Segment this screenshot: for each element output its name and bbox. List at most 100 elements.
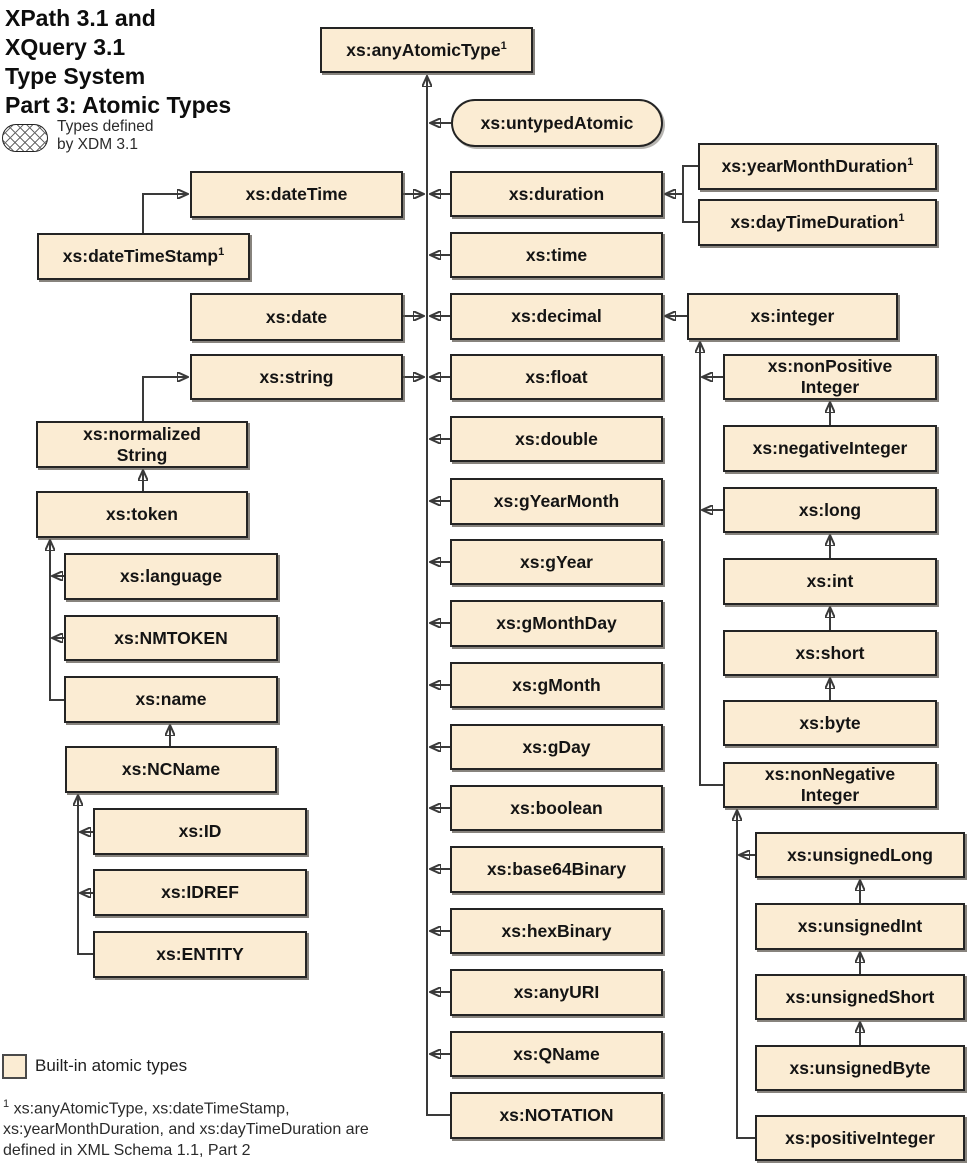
footnote-sup: 1: [3, 1098, 10, 1110]
type-box-label: xs:base64Binary: [486, 859, 627, 880]
type-box-unsignedByte: xs:unsignedByte: [755, 1045, 965, 1091]
type-box-dateTime: xs:dateTime: [190, 171, 403, 218]
type-box-label: xs:nonNegative Integer: [764, 764, 896, 805]
type-box-unsignedInt: xs:unsignedInt: [755, 903, 965, 950]
type-box-label: xs:NOTATION: [499, 1105, 614, 1126]
footnote-marker: 1: [218, 246, 225, 259]
type-box-boolean: xs:boolean: [450, 785, 663, 831]
type-box-ID: xs:ID: [93, 808, 307, 855]
type-box-hexBinary: xs:hexBinary: [450, 908, 663, 954]
type-box-label: xs:hexBinary: [501, 920, 612, 941]
type-box-nonNegativeInteger: xs:nonNegative Integer: [723, 762, 937, 808]
type-box-label: xs:time: [525, 244, 588, 265]
type-box-gYear: xs:gYear: [450, 539, 663, 585]
type-box-language: xs:language: [64, 553, 278, 600]
type-box-dateTimeStamp: xs:dateTimeStamp1: [37, 233, 250, 280]
type-box-date: xs:date: [190, 293, 403, 341]
type-box-NMTOKEN: xs:NMTOKEN: [64, 615, 278, 661]
xdm-hatched-pill-icon: [2, 124, 48, 152]
type-box-label: xs:positiveInteger: [785, 1127, 935, 1148]
builtin-swatch-icon: [2, 1054, 27, 1079]
type-box-int: xs:int: [723, 558, 937, 605]
type-box-ENTITY: xs:ENTITY: [93, 931, 307, 978]
footnote-marker: 1: [500, 39, 507, 52]
type-box-yearMonthDuration: xs:yearMonthDuration1: [698, 143, 937, 190]
type-box-label: xs:nonPositive Integer: [767, 356, 893, 397]
type-box-base64Binary: xs:base64Binary: [450, 846, 663, 893]
edge-integer-subtrunk: [700, 342, 723, 786]
type-box-label: xs:boolean: [510, 797, 603, 818]
type-box-untypedAtomic: xs:untypedAtomic: [451, 99, 663, 147]
type-box-gYearMonth: xs:gYearMonth: [450, 478, 663, 525]
edge-normalizedString-to-string: [142, 377, 188, 421]
edge-nonNegative-subtrunk: [737, 810, 755, 1139]
type-box-label: xs:short: [795, 642, 865, 663]
type-box-label: xs:language: [119, 566, 223, 587]
type-box-label: xs:token: [106, 504, 178, 525]
type-box-float: xs:float: [450, 354, 663, 400]
edge-NCName-subtrunk: [78, 795, 93, 955]
type-box-label: xs:unsignedByte: [789, 1057, 931, 1078]
type-box-label: xs:untypedAtomic: [480, 112, 634, 133]
type-box-label: xs:float: [525, 366, 588, 387]
type-box-label: xs:dayTimeDuration1: [730, 212, 905, 233]
type-box-label: xs:gYear: [520, 551, 593, 572]
type-box-label: xs:decimal: [511, 306, 602, 327]
type-box-label: xs:double: [515, 428, 598, 449]
type-box-label: xs:ENTITY: [156, 944, 244, 965]
page-title: XPath 3.1 and XQuery 3.1 Type System Par…: [5, 5, 232, 118]
type-box-gMonth: xs:gMonth: [450, 662, 663, 708]
type-box-label: xs:unsignedInt: [797, 916, 923, 937]
type-box-label: xs:duration: [508, 183, 605, 204]
type-box-label: xs:byte: [799, 712, 861, 733]
footnote: 1 xs:anyAtomicType, xs:dateTimeStamp, xs…: [3, 1094, 433, 1161]
type-box-time: xs:time: [450, 232, 663, 278]
type-box-label: xs:string: [259, 366, 334, 387]
type-box-dayTimeDuration: xs:dayTimeDuration1: [698, 199, 937, 246]
type-box-label: xs:gMonth: [512, 674, 601, 695]
type-box-label: xs:name: [135, 689, 207, 710]
type-box-token: xs:token: [36, 491, 248, 538]
type-box-double: xs:double: [450, 416, 663, 462]
type-box-short: xs:short: [723, 630, 937, 676]
type-box-anyURI: xs:anyURI: [450, 969, 663, 1016]
type-box-name: xs:name: [64, 676, 278, 723]
type-box-label: xs:long: [798, 499, 862, 520]
edge-main-trunk: [427, 76, 450, 1116]
type-box-nonPositiveInteger: xs:nonPositive Integer: [723, 354, 937, 400]
type-box-NOTATION: xs:NOTATION: [450, 1092, 663, 1139]
type-box-label: xs:normalized String: [83, 423, 201, 465]
type-box-label: xs:date: [265, 306, 328, 327]
type-box-label: xs:anyURI: [513, 982, 600, 1003]
type-box-normalizedString: xs:normalized String: [36, 421, 248, 468]
xdm-legend-label: Types defined by XDM 3.1: [57, 118, 154, 153]
type-box-label: xs:dateTime: [245, 184, 348, 205]
type-box-byte: xs:byte: [723, 700, 937, 746]
type-box-label: xs:negativeInteger: [752, 438, 908, 459]
type-box-gMonthDay: xs:gMonthDay: [450, 600, 663, 647]
type-box-label: xs:gDay: [522, 736, 591, 757]
type-box-decimal: xs:decimal: [450, 293, 663, 340]
type-box-QName: xs:QName: [450, 1031, 663, 1077]
type-box-label: xs:int: [806, 571, 854, 592]
edge-durations-bracket: [682, 165, 698, 223]
type-box-label: xs:anyAtomicType1: [346, 39, 507, 60]
type-box-integer: xs:integer: [687, 293, 898, 340]
type-box-negativeInteger: xs:negativeInteger: [723, 425, 937, 472]
footnote-marker: 1: [898, 212, 905, 225]
type-box-IDREF: xs:IDREF: [93, 869, 307, 916]
type-box-label: xs:integer: [750, 306, 835, 327]
footnote-text: xs:anyAtomicType, xs:dateTimeStamp, xs:y…: [3, 1100, 369, 1160]
type-box-label: xs:dateTimeStamp1: [62, 246, 225, 267]
type-box-label: xs:yearMonthDuration1: [721, 156, 914, 177]
type-box-label: xs:gYearMonth: [493, 491, 620, 512]
edge-dateTimeStamp-to-dateTime: [142, 194, 188, 233]
builtin-legend-label: Built-in atomic types: [35, 1056, 188, 1075]
type-box-anyAtomicType: xs:anyAtomicType1: [320, 27, 533, 73]
type-box-label: xs:NCName: [121, 759, 221, 780]
type-box-duration: xs:duration: [450, 171, 663, 217]
edge-token-subtrunk: [50, 540, 64, 701]
type-box-label: xs:QName: [513, 1043, 600, 1064]
type-box-label: xs:IDREF: [161, 882, 239, 903]
type-box-unsignedShort: xs:unsignedShort: [755, 974, 965, 1020]
